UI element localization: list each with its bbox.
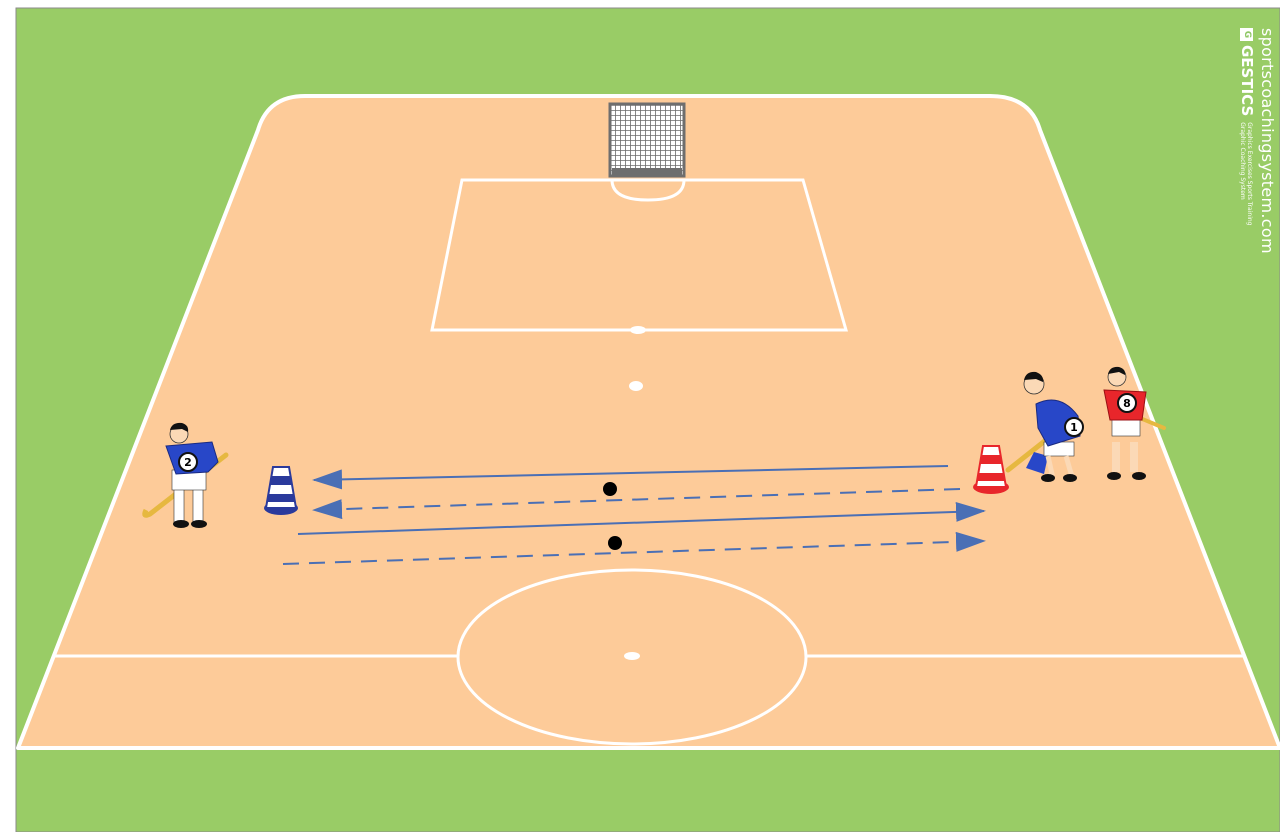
- player-number: 1: [1070, 421, 1078, 434]
- second-spot: [629, 381, 643, 391]
- brand-url: sportscoachingsystem.com: [1258, 28, 1276, 254]
- ball: [603, 482, 617, 496]
- brand-tagline-1: Graphics Exercises Sports Training: [1246, 122, 1253, 225]
- brand-tagline: Graphics Exercises Sports Training Graph…: [1239, 122, 1253, 225]
- penalty-spot: [630, 326, 646, 334]
- goal: [610, 104, 684, 176]
- ball: [608, 536, 622, 550]
- brand-name: G GESTICS: [1238, 28, 1256, 116]
- branding-watermark: sportscoachingsystem.com G GESTICS Graph…: [1232, 28, 1280, 328]
- player-number: 2: [184, 456, 192, 469]
- gestics-logo-icon: G: [1241, 28, 1254, 41]
- brand-tagline-2: Graphic Coaching System: [1239, 122, 1246, 225]
- center-spot: [624, 652, 640, 660]
- brand-name-text: GESTICS: [1238, 45, 1256, 116]
- player-number: 8: [1123, 397, 1131, 410]
